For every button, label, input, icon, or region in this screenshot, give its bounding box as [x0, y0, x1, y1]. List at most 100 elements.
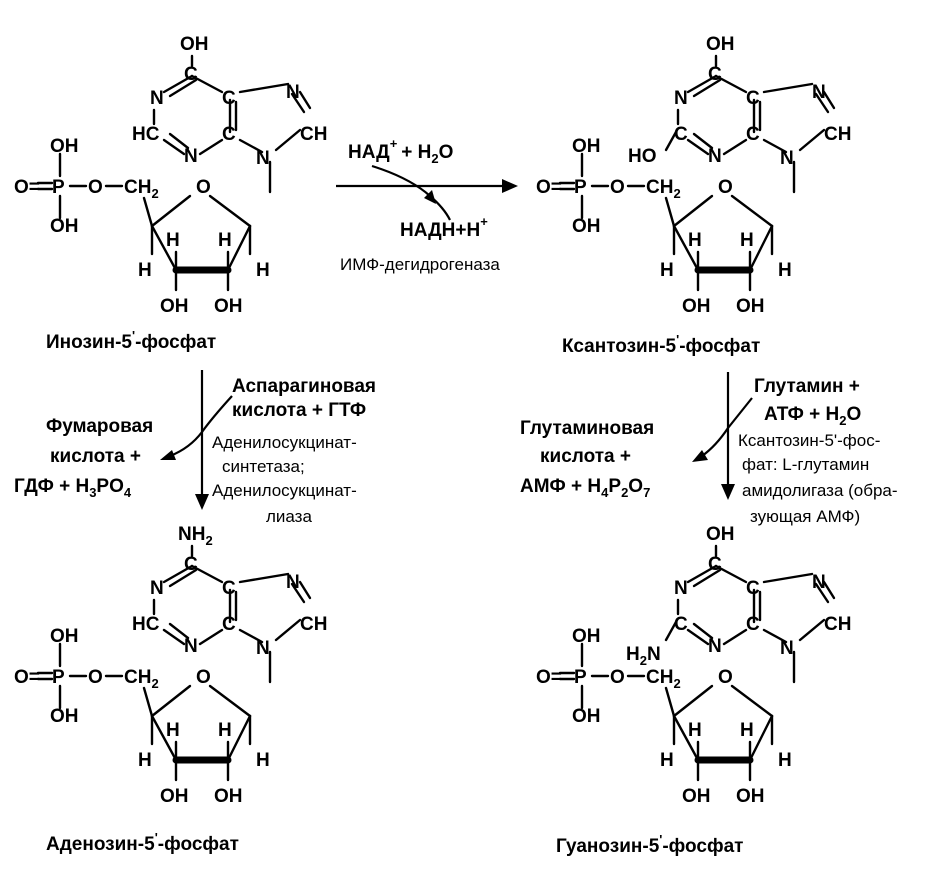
atom-oh: OH: [682, 786, 711, 807]
product-amp-pyrophosphate: АМФ + H4P2O7: [520, 476, 650, 500]
atom-oh: OH: [50, 626, 79, 647]
molecule-amp: O= P OH OH O CH2 O H H H H OH OH NH2 C N…: [14, 524, 327, 855]
atom-n: N: [708, 146, 722, 167]
atom-c: C: [184, 64, 198, 85]
enzyme-gmp-synthetase: Ксантозин-5'-фос-: [738, 431, 880, 450]
atom-oh: OH: [572, 626, 601, 647]
atom-oh: OH: [180, 34, 209, 55]
atom-c: C: [184, 554, 198, 575]
molecule-xmp: O= P OH OH O CH2 O H H H H OH OH OH C N …: [536, 34, 851, 357]
enzyme-gmp-synthetase-4: зующая АМФ): [750, 507, 860, 526]
enzyme-gmp-synthetase-2: фат: L-глутамин: [742, 455, 869, 474]
atom-ho: HO: [628, 146, 657, 167]
molecule-name-amp: Аденозин-5'-фосфат: [46, 830, 239, 855]
enzyme-imp-dehydrogenase: ИМФ-дегидрогеназа: [340, 255, 500, 274]
atom-oh: OH: [50, 136, 79, 157]
atom-ring-o: O: [718, 177, 733, 198]
product-fumarate-2: кислота +: [50, 446, 141, 467]
atom-ch: CH: [824, 614, 851, 635]
atom-c: C: [222, 614, 236, 635]
atom-p: P: [574, 177, 587, 198]
atom-h: H: [740, 720, 754, 741]
atom-ch: CH: [824, 124, 851, 145]
atom-ch2: CH2: [124, 667, 159, 691]
atom-c: C: [746, 578, 760, 599]
atom-c: C: [222, 124, 236, 145]
atom-c: C: [674, 614, 688, 635]
atom-c: C: [708, 554, 722, 575]
atom-hc: HC: [132, 124, 160, 145]
atom-oh: OH: [572, 216, 601, 237]
atom-p: P: [52, 667, 65, 688]
atom-n: N: [256, 638, 270, 659]
atom-ch2: CH2: [124, 177, 159, 201]
atom-c: C: [746, 124, 760, 145]
product-nadh: НАДН+Н+: [400, 214, 488, 241]
atom-oh: OH: [160, 786, 189, 807]
atom-n: N: [780, 638, 794, 659]
enzyme-gmp-synthetase-3: амидолигаза (обра-: [742, 481, 898, 500]
atom-oh: OH: [214, 786, 243, 807]
atom-p: P: [52, 177, 65, 198]
molecule-name-gmp: Гуанозин-5'-фосфат: [556, 832, 743, 857]
atom-ch2: CH2: [646, 667, 681, 691]
atom-n: N: [674, 578, 688, 599]
product-glutamate: Глутаминовая: [520, 418, 654, 439]
molecule-imp: O= P OH OH O CH2 O H H H H OH OH OH C N …: [14, 34, 327, 353]
atom-o-double: O=: [14, 667, 40, 688]
reactant-nad: НАД++ H2O: [348, 136, 453, 166]
atom-o-double: O=: [536, 667, 562, 688]
atom-o: O: [610, 177, 625, 198]
atom-o-double: O=: [14, 177, 40, 198]
atom-ring-o: O: [196, 177, 211, 198]
atom-h: H: [660, 750, 674, 771]
atom-h: H: [688, 230, 702, 251]
atom-oh: OH: [50, 216, 79, 237]
atom-p: P: [574, 667, 587, 688]
reaction-xmp-to-gmp: Глутамин + АТФ + H2O Глутаминовая кислот…: [520, 372, 898, 526]
atom-o: O: [610, 667, 625, 688]
atom-ring-o: O: [196, 667, 211, 688]
atom-n: N: [812, 82, 826, 103]
atom-oh: OH: [214, 296, 243, 317]
atom-c: C: [222, 578, 236, 599]
atom-n: N: [150, 88, 164, 109]
molecule-name-imp: Инозин-5'-фосфат: [46, 328, 216, 353]
atom-n: N: [184, 636, 198, 657]
product-glutamate-2: кислота +: [540, 446, 631, 467]
atom-oh: OH: [160, 296, 189, 317]
reactant-glutamine: Глутамин +: [754, 376, 860, 397]
atom-h: H: [138, 260, 152, 281]
atom-n: N: [150, 578, 164, 599]
atom-o: O: [88, 667, 103, 688]
atom-ring-o: O: [718, 667, 733, 688]
atom-n: N: [674, 88, 688, 109]
atom-c: C: [746, 88, 760, 109]
atom-ch: CH: [300, 614, 327, 635]
atom-h: H: [166, 720, 180, 741]
atom-ch: CH: [300, 124, 327, 145]
atom-h: H: [778, 750, 792, 771]
reactant-gtp: кислота + ГТФ: [232, 400, 366, 421]
atom-h: H: [218, 230, 232, 251]
atom-n: N: [286, 82, 300, 103]
atom-n: N: [184, 146, 198, 167]
atom-c: C: [746, 614, 760, 635]
atom-n: N: [708, 636, 722, 657]
atom-h: H: [740, 230, 754, 251]
atom-oh: OH: [50, 706, 79, 727]
enzyme-adenylosuccinate-synthetase-2: синтетаза;: [222, 457, 305, 476]
reactant-atp-water: АТФ + H2O: [764, 404, 861, 428]
atom-c: C: [674, 124, 688, 145]
atom-h: H: [256, 750, 270, 771]
enzyme-adenylosuccinate-lyase: Аденилосукцинат-: [212, 481, 357, 500]
atom-h2n: H2N: [626, 644, 661, 668]
reaction-imp-to-amp: Аспарагиновая кислота + ГТФ Фумаровая ки…: [14, 370, 376, 526]
atom-h: H: [688, 720, 702, 741]
atom-n: N: [780, 148, 794, 169]
atom-h: H: [778, 260, 792, 281]
atom-n: N: [286, 572, 300, 593]
enzyme-adenylosuccinate-lyase-2: лиаза: [266, 507, 312, 526]
product-gdp-phosphate: ГДФ + H3PO4: [14, 476, 132, 500]
